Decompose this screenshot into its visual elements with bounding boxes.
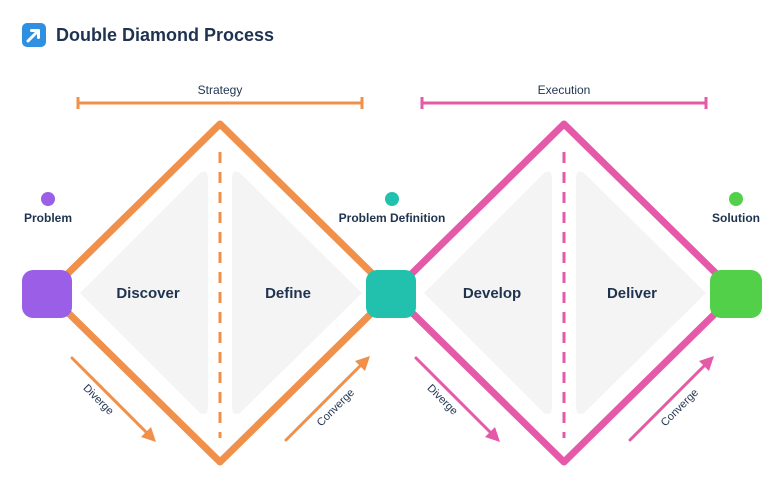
phase-deliver: Deliver [607,285,657,302]
page-title: Double Diamond Process [56,24,275,45]
problem-label: Problem [24,211,72,225]
define-area [232,171,362,414]
page-header: Double Diamond Process [22,23,274,47]
converge-arrow-2: Converge [628,356,714,442]
logo-icon [22,23,46,47]
diverge-label-2: Diverge [424,382,459,417]
phase-define: Define [265,285,311,302]
problem-node [22,270,72,318]
problem-definition-dot [385,192,399,206]
execution-bracket: Execution [420,83,708,109]
converge-label-2: Converge [659,387,701,429]
problem-definition-node [366,270,416,318]
solution-label: Solution [712,211,760,225]
problem-dot [41,192,55,206]
problem-definition-label: Problem Definition [339,211,446,225]
strategy-label: Strategy [198,83,243,97]
diverge-arrow-1: Diverge [70,356,156,442]
execution-label: Execution [538,83,591,97]
phase-discover: Discover [116,285,180,302]
phase-develop: Develop [463,285,521,302]
converge-arrow-1: Converge [284,356,370,442]
strategy-bracket: Strategy [76,83,364,109]
deliver-area [576,171,706,414]
develop-area [424,171,552,414]
converge-label-1: Converge [315,387,357,429]
diverge-arrow-2: Diverge [414,356,500,442]
solution-dot [729,192,743,206]
solution-node [710,270,762,318]
diverge-label-1: Diverge [80,382,115,417]
discover-area [80,171,208,414]
